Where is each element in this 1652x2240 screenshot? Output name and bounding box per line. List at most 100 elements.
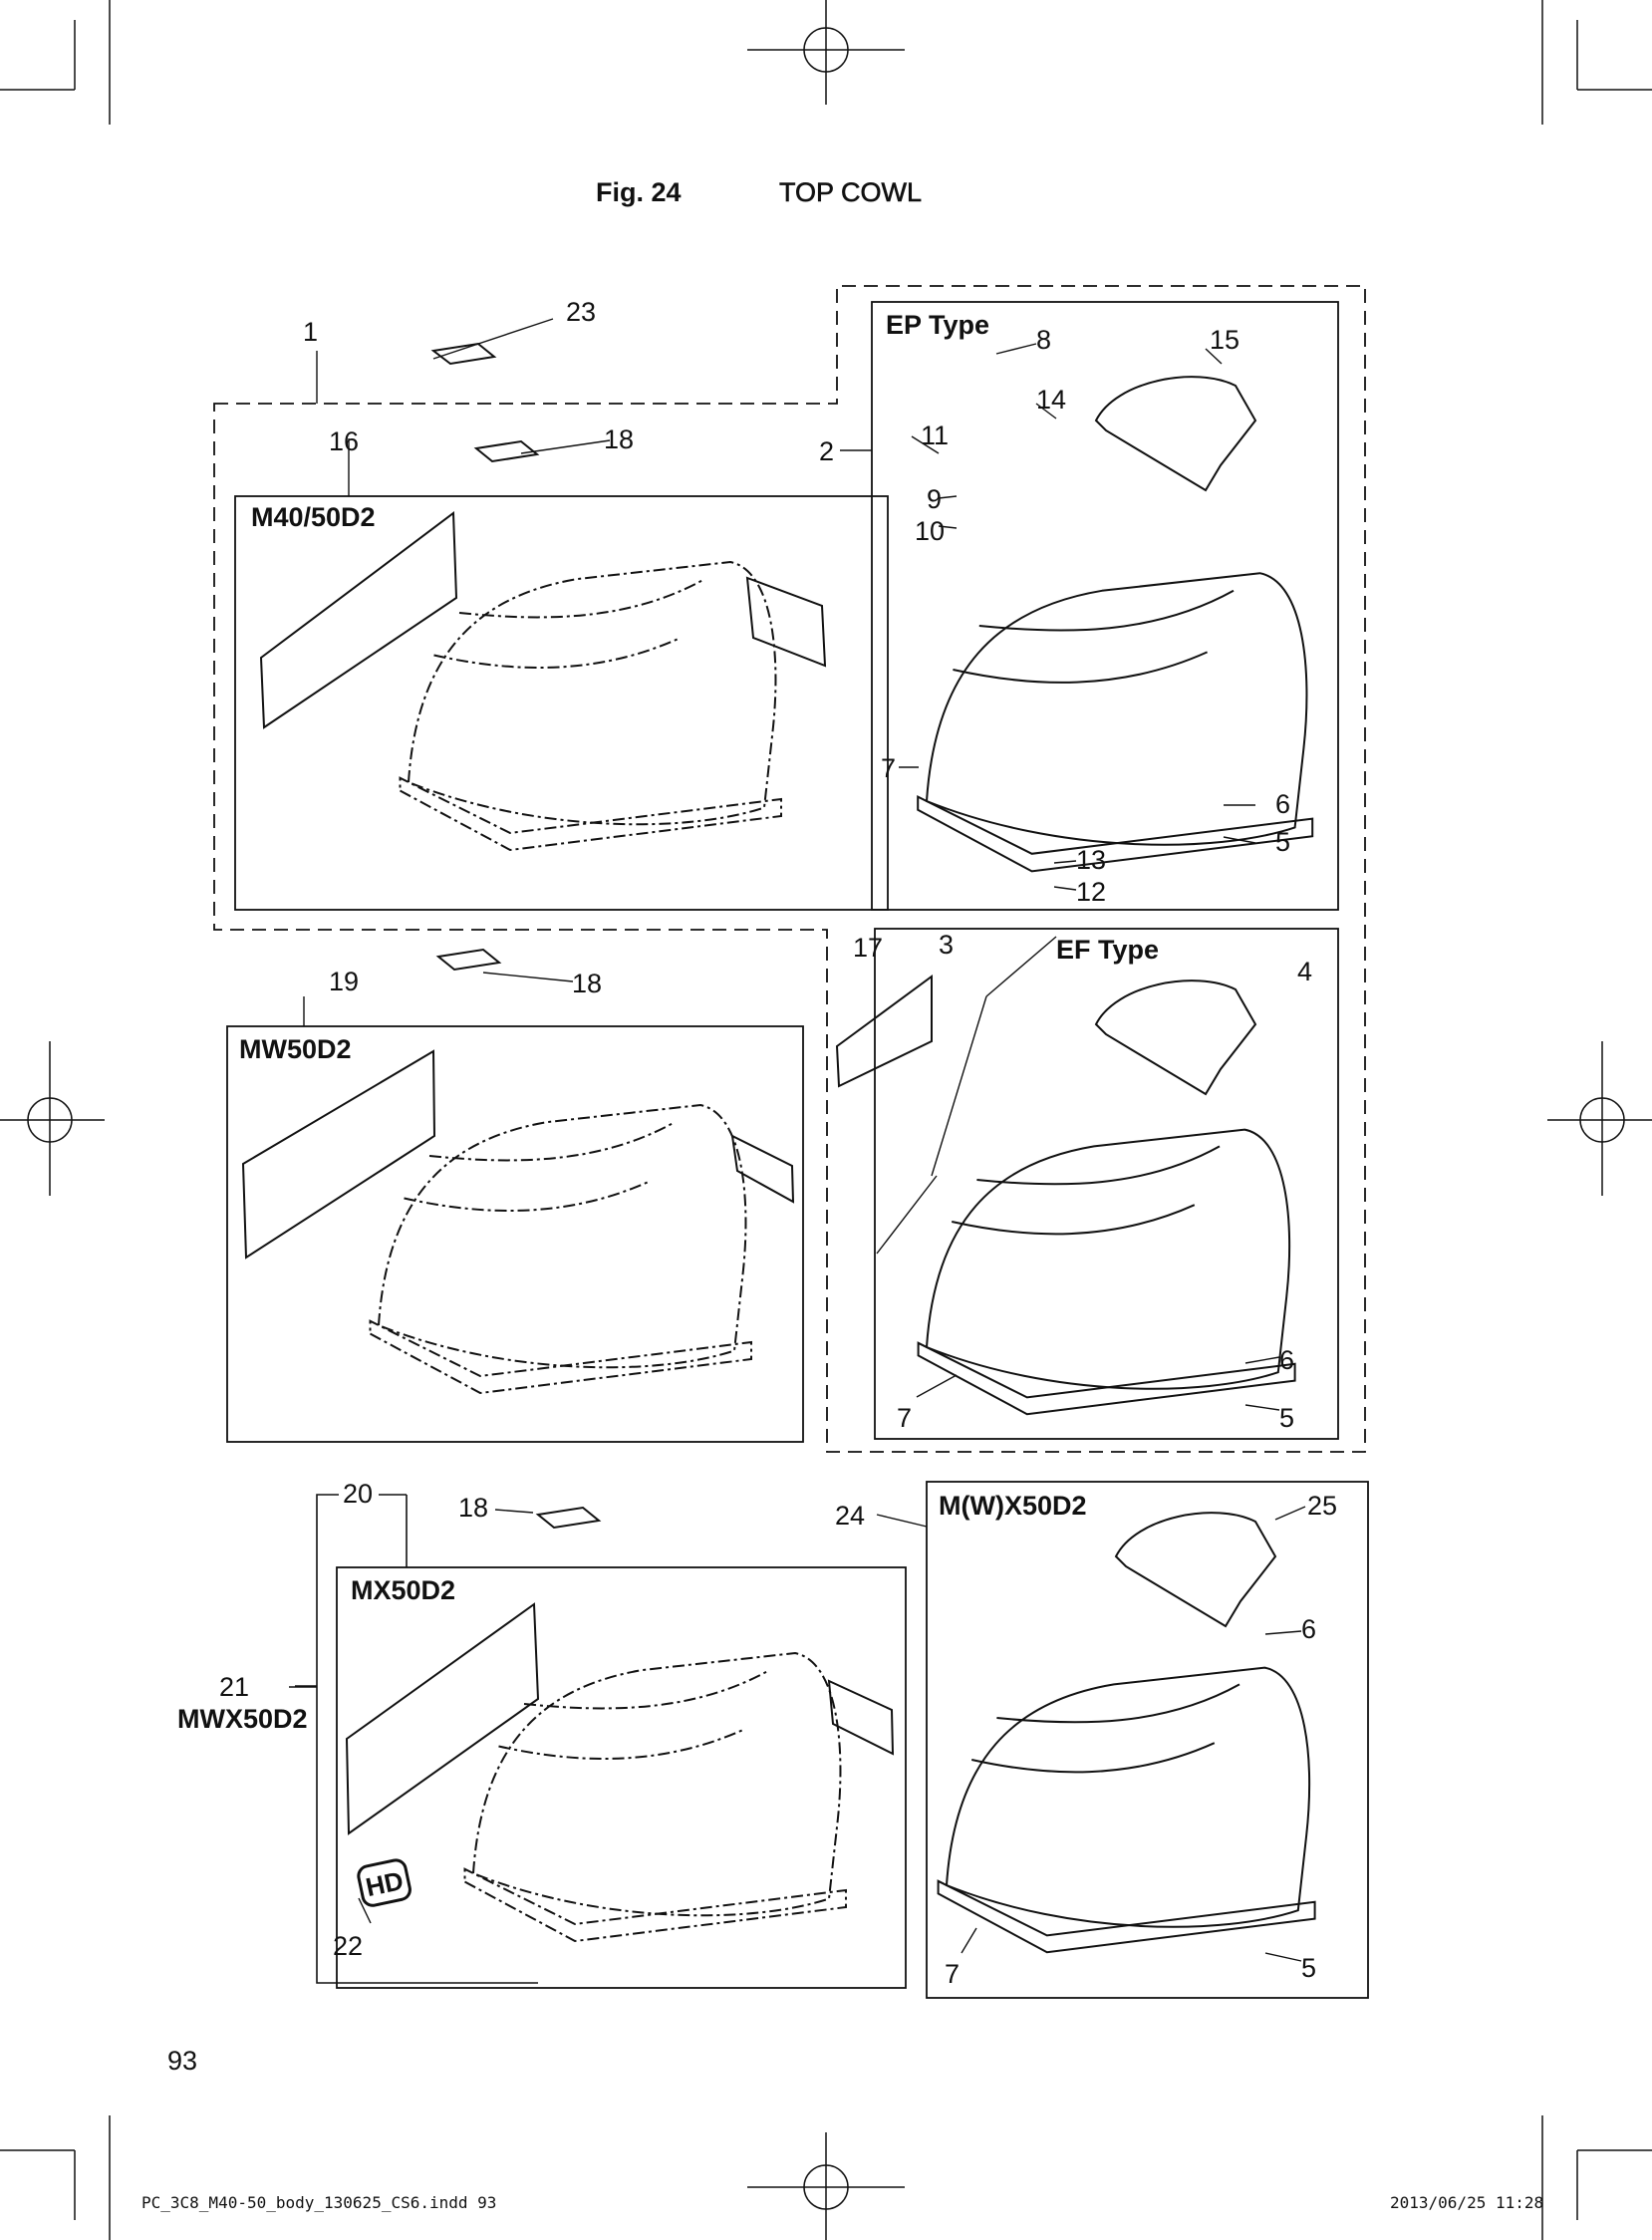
footer-file-name: PC_3C8_M40-50_body_130625_CS6.indd 93 <box>141 2193 497 2212</box>
panel-mwx-model: M(W)X50D2 <box>939 1491 1087 1521</box>
cowl-mwx-crease <box>970 1742 1216 1774</box>
leader-line <box>961 1927 977 1954</box>
leader-line <box>482 972 574 982</box>
callout-c18a: 18 <box>604 424 635 454</box>
leader-line <box>876 1514 928 1528</box>
cowl-ep-crease <box>953 651 1209 684</box>
cowl-mwx-rim <box>937 1879 1316 1954</box>
callout-c5b: 5 <box>1279 1403 1295 1433</box>
panel-ep-model: EP Type <box>886 310 990 340</box>
cowl-m40-top-line <box>458 578 705 619</box>
callout-c7c: 7 <box>945 1959 961 1989</box>
leader-line <box>938 495 958 499</box>
leader-line <box>520 439 611 454</box>
assembly-group-outlines <box>213 285 1366 1453</box>
panel-mw50-box <box>226 1025 804 1443</box>
cowl-mx50-crease <box>498 1728 745 1760</box>
callout-c8: 8 <box>1036 325 1052 355</box>
callout-c21: 21 <box>219 1672 250 1702</box>
side-model-label: MWX50D2 <box>177 1704 308 1734</box>
leader-lines <box>289 318 1306 1984</box>
callout-c6b: 6 <box>1279 1345 1295 1375</box>
leader-line <box>911 435 940 454</box>
leader-line <box>938 525 958 529</box>
cowl-ep-shell <box>925 572 1308 846</box>
decal-m40-left <box>259 511 458 729</box>
decal-mw50-left <box>241 1049 436 1260</box>
cowl-illustrations <box>241 342 1316 1954</box>
callout-c5a: 5 <box>1275 827 1291 857</box>
cowl-mw50-crease <box>404 1180 651 1212</box>
callout-c6c: 6 <box>1301 1614 1317 1644</box>
leader-line <box>1244 1356 1280 1364</box>
leader-line <box>985 936 1057 997</box>
decal-18b <box>435 948 502 972</box>
cowl-mx50-top-line <box>523 1669 770 1710</box>
page-number: 93 <box>167 2046 198 2076</box>
panel-ef-box <box>874 928 1339 1440</box>
cowl-mx50-shell <box>471 1651 842 1917</box>
cowl-m40-rim <box>399 776 782 852</box>
leader-line <box>432 318 554 360</box>
group-bracket-mwx <box>295 1494 408 1984</box>
cowl-ep-top-line <box>978 589 1235 632</box>
leader-line <box>876 1175 938 1255</box>
callout-c1: 1 <box>303 317 319 347</box>
cowl-m40-crease <box>433 637 681 669</box>
leader-line <box>1035 403 1057 420</box>
leader-line <box>1274 1506 1306 1521</box>
decal-mx50-left <box>345 1602 540 1835</box>
footer-timestamp: 2013/06/25 11:28 <box>1390 2193 1544 2212</box>
decal-17 <box>835 975 933 1088</box>
decal-18c <box>535 1506 602 1530</box>
cowl-mx50-rim <box>463 1867 847 1943</box>
callout-c23: 23 <box>566 297 597 327</box>
cowl-ef-shell <box>925 1128 1291 1390</box>
cowl-ep-rim <box>917 794 1314 873</box>
callout-c2: 2 <box>819 436 835 466</box>
figure-title: TOP COWL <box>779 177 923 207</box>
decal-18a <box>473 439 540 463</box>
cowl-mwx-shell <box>945 1666 1311 1928</box>
panel-mx50-model: MX50D2 <box>351 1575 456 1605</box>
cover-4 <box>1094 980 1257 1096</box>
callout-c7a: 7 <box>881 753 897 783</box>
callout-c18c: 18 <box>458 1493 489 1523</box>
cover-15 <box>1094 376 1257 492</box>
figure-label: Fig. 24 <box>596 177 682 207</box>
cowl-ef-top-line <box>976 1145 1221 1186</box>
cowl-mw50-shell <box>377 1103 747 1369</box>
callout-c6a: 6 <box>1275 789 1291 819</box>
callout-c15: 15 <box>1210 325 1240 355</box>
callout-c11: 11 <box>921 420 950 450</box>
leader-line <box>916 1374 958 1398</box>
panel-mx50-box <box>336 1566 907 1989</box>
cowl-mw50-rim <box>369 1319 752 1395</box>
leader-line <box>1053 886 1077 891</box>
callout-c7b: 7 <box>897 1403 913 1433</box>
decal-mx50-right <box>827 1679 895 1756</box>
panel-m40-model: M40/50D2 <box>251 502 376 532</box>
callout-c10: 10 <box>915 516 946 546</box>
callout-c17: 17 <box>853 933 884 963</box>
callout-c16: 16 <box>329 426 360 456</box>
panel-ep-box <box>871 301 1339 911</box>
cowl-m40-shell <box>407 560 777 826</box>
callout-c4: 4 <box>1297 957 1313 986</box>
cowl-mw50-top-line <box>428 1121 676 1162</box>
panel-ef-model: EF Type <box>1056 935 1160 965</box>
leader-line <box>1244 1404 1280 1411</box>
callout-c19: 19 <box>329 967 360 996</box>
callout-c24: 24 <box>835 1501 866 1531</box>
callout-c25: 25 <box>1307 1491 1338 1521</box>
callout-c22: 22 <box>333 1931 364 1961</box>
callout-c14: 14 <box>1036 385 1067 415</box>
callout-c20: 20 <box>343 1479 374 1509</box>
leader-line <box>1264 1630 1302 1635</box>
leader-line <box>931 995 987 1177</box>
cowl-ef-crease <box>951 1204 1196 1236</box>
callout-c13: 13 <box>1076 845 1107 875</box>
